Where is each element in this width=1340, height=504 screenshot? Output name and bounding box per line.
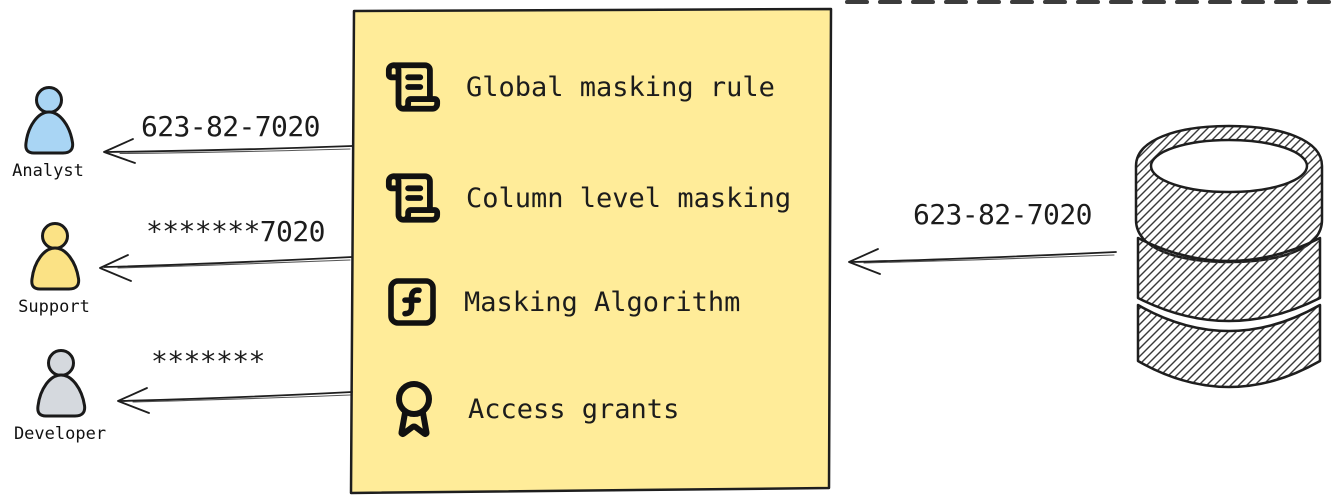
person-icon [24, 86, 75, 155]
actor-support: Support [8, 222, 100, 317]
person-icon [36, 349, 87, 418]
scroll-text-icon [385, 173, 441, 223]
box-item-label: Masking Algorithm [464, 286, 741, 318]
box-row-access-grants: Access grants [384, 372, 679, 446]
box-row-column-level-masking: Column level masking [384, 161, 791, 235]
database-icon [1134, 124, 1324, 389]
scroll-text-icon [385, 62, 441, 112]
award-icon [396, 381, 432, 437]
actor-label: Developer [13, 424, 107, 444]
masked-value-analyst: 623-82-7020 [141, 110, 320, 143]
arrow-to-support [99, 254, 353, 282]
box-item-label: Access grants [468, 393, 680, 425]
box-item-label: Column level masking [466, 182, 792, 214]
database-output-value: 623-82-7020 [913, 198, 1092, 231]
box-row-masking-algorithm: Masking Algorithm [384, 265, 740, 339]
arrow-to-developer [117, 387, 353, 414]
actor-analyst: Analyst [2, 86, 94, 181]
function-square-icon [388, 278, 436, 326]
actor-label: Analyst [12, 161, 84, 181]
box-item-label: Global masking rule [466, 71, 775, 103]
actor-label: Support [18, 297, 90, 317]
actor-developer: Developer [8, 349, 112, 444]
person-icon [30, 222, 81, 291]
arrow-database-to-box [848, 248, 1117, 275]
masked-value-developer: ******* [151, 345, 265, 378]
masked-value-support: *******7020 [146, 215, 325, 248]
box-row-global-masking-rule: Global masking rule [384, 50, 775, 124]
